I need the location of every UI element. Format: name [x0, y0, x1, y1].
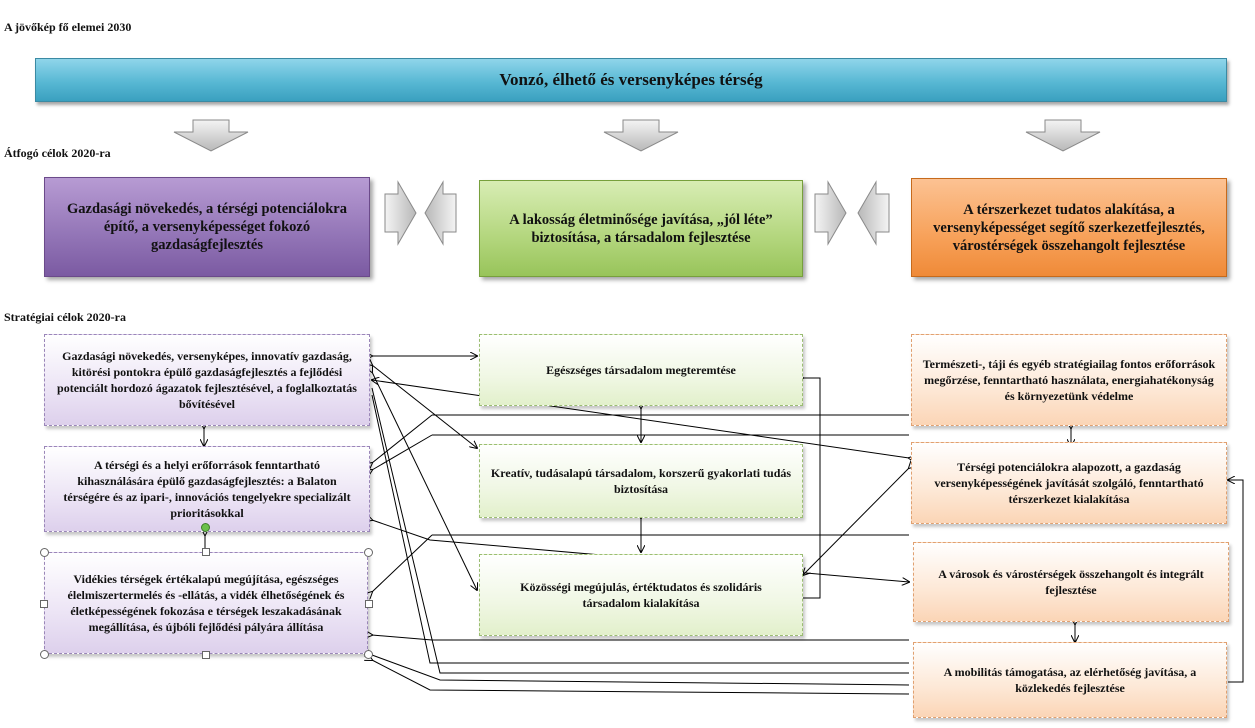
left-block-arrow-2	[857, 180, 890, 246]
left-block-arrow-1	[424, 180, 457, 246]
vision-banner: Vonzó, élhető és versenyképes térség	[35, 58, 1227, 102]
strategic-right-2: Térségi potenciálokra alapozott, a gazda…	[911, 442, 1227, 524]
resize-handle[interactable]	[365, 600, 373, 608]
rotate-handle[interactable]	[201, 523, 210, 532]
down-arrow-middle	[603, 119, 679, 152]
strategic-left-2: A térségi és a helyi erőforrások fenntar…	[44, 446, 370, 532]
right-block-arrow-1	[384, 180, 417, 246]
right-block-arrow-2	[814, 180, 847, 246]
resize-handle[interactable]	[40, 548, 49, 557]
strategic-middle-3: Közösségi megújulás, értéktudatos és szo…	[479, 554, 803, 636]
strategic-label: Stratégiai célok 2020-ra	[4, 310, 126, 324]
strategic-middle-2: Kreatív, tudásalapú társadalom, korszerű…	[479, 444, 803, 518]
strategic-right-1: Természeti-, táji és egyéb stratégiailag…	[911, 334, 1227, 426]
overarching-goal-spatial: A térszerkezet tudatos alakítása, a vers…	[911, 178, 1227, 277]
overarching-goal-economy: Gazdasági növekedés, a térségi potenciál…	[44, 177, 370, 277]
overarching-label: Átfogó célok 2020-ra	[4, 146, 111, 160]
strategic-right-4: A mobilitás támogatása, az elérhetőség j…	[913, 642, 1227, 718]
vision-label: A jövőkép fő elemei 2030	[4, 20, 132, 34]
strategic-right-3: A városok és várostérségek összehangolt …	[913, 542, 1229, 622]
resize-handle[interactable]	[364, 548, 373, 557]
resize-handle[interactable]	[40, 600, 48, 608]
resize-handle[interactable]	[364, 650, 373, 659]
resize-handle[interactable]	[202, 651, 210, 659]
strategic-middle-1: Egészséges társadalom megteremtése	[479, 334, 803, 406]
overarching-goal-society: A lakosság életminősége javítása, „jól l…	[479, 180, 803, 277]
strategic-left-1: Gazdasági növekedés, versenyképes, innov…	[44, 334, 370, 426]
resize-handle[interactable]	[40, 650, 49, 659]
down-arrow-left	[173, 119, 249, 152]
down-arrow-right	[1025, 119, 1101, 152]
resize-handle[interactable]	[202, 548, 210, 556]
strategic-left-3[interactable]: Vidékies térségek értékalapú megújítása,…	[44, 552, 368, 654]
